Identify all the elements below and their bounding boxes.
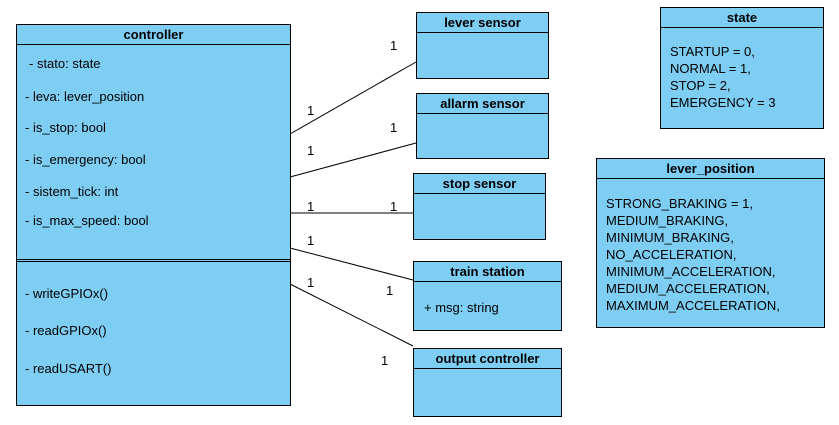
multiplicity-stop-sensor: 1: [390, 199, 398, 214]
class-title: controller: [17, 25, 290, 45]
class-output-controller: output controller: [413, 348, 562, 417]
class-title: stop sensor: [414, 174, 545, 194]
multiplicity-output-controller: 1: [307, 275, 315, 290]
attribute: + msg: string: [424, 300, 499, 315]
attribute: - is_stop: bool: [25, 120, 106, 135]
association-output: [289, 283, 414, 347]
enum-state: state STARTUP = 0, NORMAL = 1, STOP = 2,…: [660, 7, 824, 129]
association-lever: [289, 61, 417, 135]
method: - readGPIOx(): [25, 323, 107, 338]
enum-value: MINIMUM_ACCELERATION,: [606, 264, 776, 279]
enum-value: EMERGENCY = 3: [670, 95, 776, 110]
enum-lever-position: lever_position STRONG_BRAKING = 1, MEDIU…: [596, 158, 825, 328]
class-title: output controller: [414, 349, 561, 369]
class-title: lever sensor: [417, 13, 548, 33]
multiplicity-output-sensor: 1: [381, 353, 389, 368]
method: - readUSART(): [25, 361, 112, 376]
enum-value: STOP = 2,: [670, 78, 731, 93]
enum-value: MINIMUM_BRAKING,: [606, 230, 734, 245]
enum-value: MEDIUM_BRAKING,: [606, 213, 729, 228]
enum-title: lever_position: [597, 159, 824, 179]
compartment-separator: [17, 259, 290, 262]
association-station: [289, 247, 414, 281]
multiplicity-allarm-sensor: 1: [390, 120, 398, 135]
attribute: - is_max_speed: bool: [25, 213, 149, 228]
enum-value: NORMAL = 1,: [670, 61, 751, 76]
multiplicity-stop-controller: 1: [307, 199, 315, 214]
enum-value: MAXIMUM_ACCELERATION,: [606, 298, 780, 313]
class-lever-sensor: lever sensor: [416, 12, 549, 79]
class-train-station: train station + msg: string: [413, 261, 562, 331]
multiplicity-lever-sensor: 1: [390, 38, 398, 53]
class-title: allarm sensor: [417, 94, 548, 114]
attribute: - leva: lever_position: [25, 89, 145, 104]
enum-value: STARTUP = 0,: [670, 44, 755, 59]
attribute: - sistem_tick: int: [25, 184, 119, 199]
association-allarm: [289, 142, 417, 178]
multiplicity-station-sensor: 1: [386, 283, 394, 298]
attribute: - is_emergency: bool: [25, 152, 146, 167]
enum-value: NO_ACCELERATION,: [606, 247, 737, 262]
class-allarm-sensor: allarm sensor: [416, 93, 549, 159]
enum-value: MEDIUM_ACCELERATION,: [606, 281, 770, 296]
method: - writeGPIOx(): [25, 286, 109, 301]
multiplicity-station-controller: 1: [307, 233, 315, 248]
attribute: - stato: state: [29, 56, 101, 71]
class-controller: controller - stato: state - leva: lever_…: [16, 24, 291, 406]
multiplicity-lever-controller: 1: [307, 103, 315, 118]
enum-title: state: [661, 8, 823, 28]
class-title: train station: [414, 262, 561, 282]
class-stop-sensor: stop sensor: [413, 173, 546, 240]
enum-value: STRONG_BRAKING = 1,: [606, 196, 754, 211]
multiplicity-allarm-controller: 1: [307, 143, 315, 158]
